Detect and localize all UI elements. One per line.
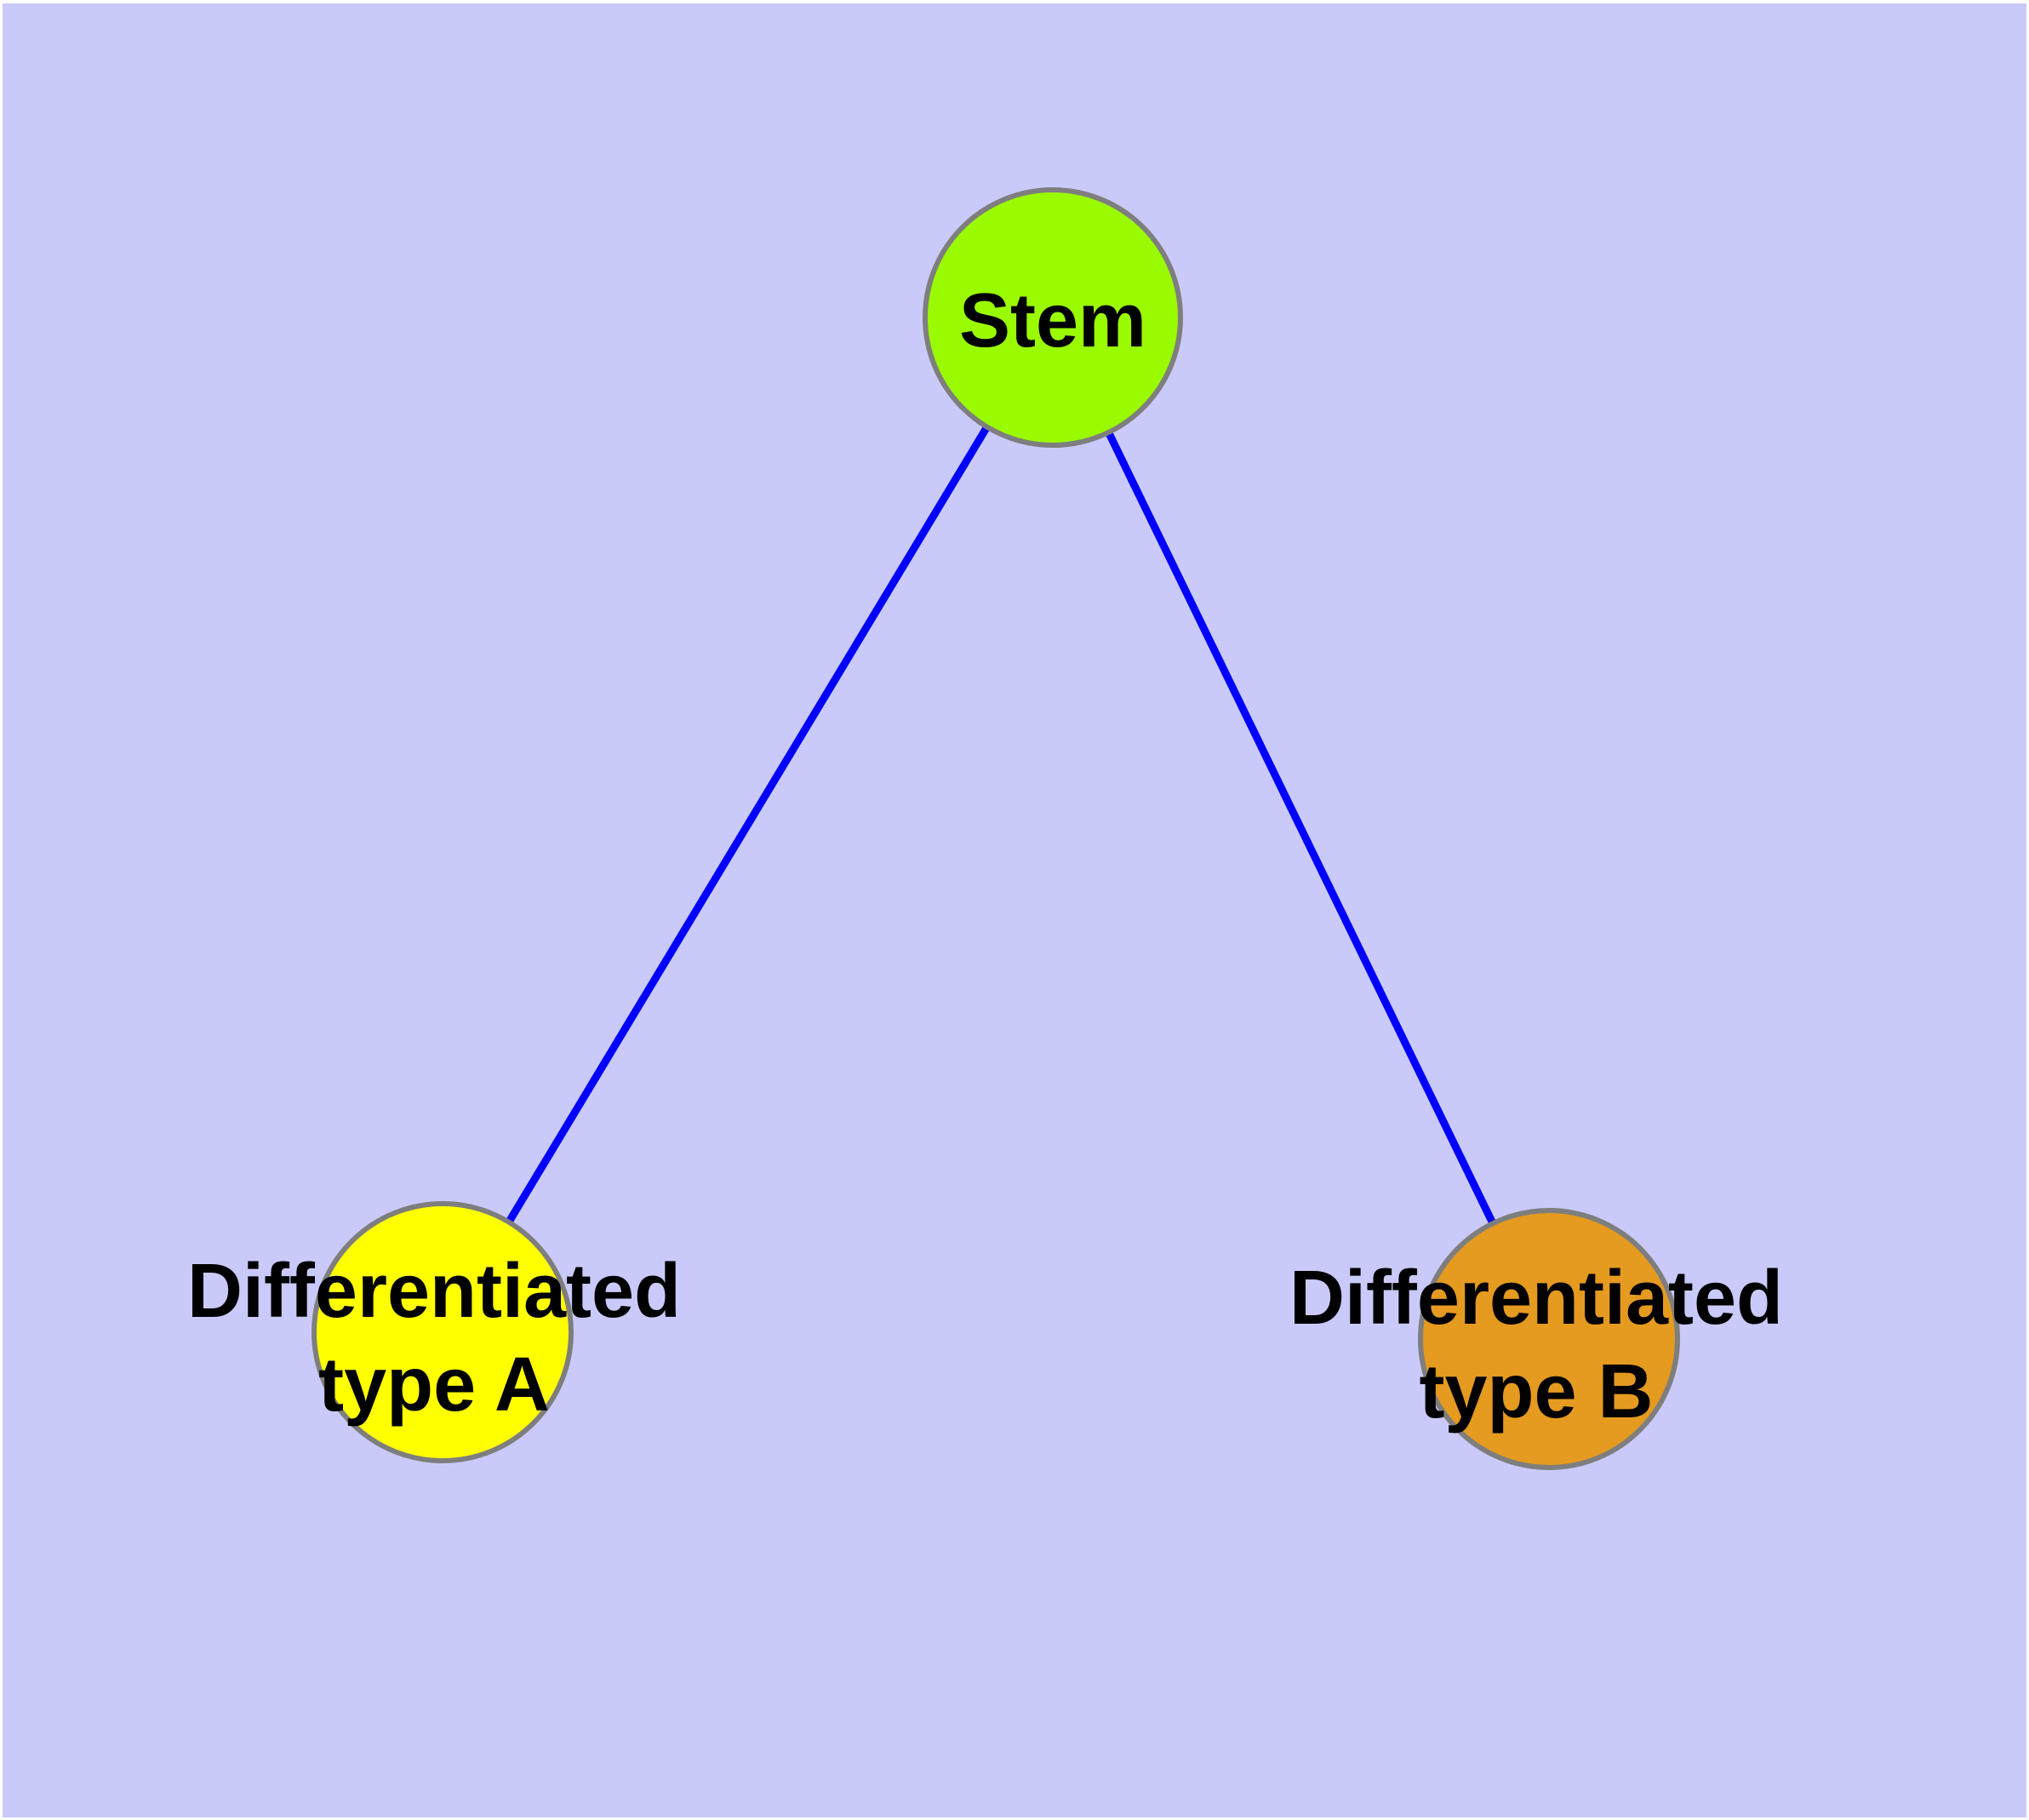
node-stem-label: Stem	[959, 278, 1146, 363]
node-differentiated-type-a-label-line2: type A	[318, 1342, 550, 1428]
edge-stem-to-differentiated-type-b	[1049, 316, 1553, 1341]
node-labels: Stem Differentiated type A Differentiate…	[187, 278, 1783, 1434]
node-differentiated-type-a-circle	[311, 1201, 574, 1463]
node-differentiated-type-a-label-line1: Differentiated	[187, 1249, 681, 1334]
nodes	[311, 187, 1680, 1470]
node-stem-circle	[923, 187, 1183, 448]
node-differentiated-type-b-label-line2: type B	[1419, 1349, 1653, 1434]
node-differentiated-type-b-circle	[1418, 1208, 1680, 1470]
edges	[439, 315, 1553, 1341]
edge-stem-to-differentiated-type-a	[439, 315, 1056, 1335]
node-differentiated-type-b-label-line1: Differentiated	[1289, 1256, 1783, 1341]
